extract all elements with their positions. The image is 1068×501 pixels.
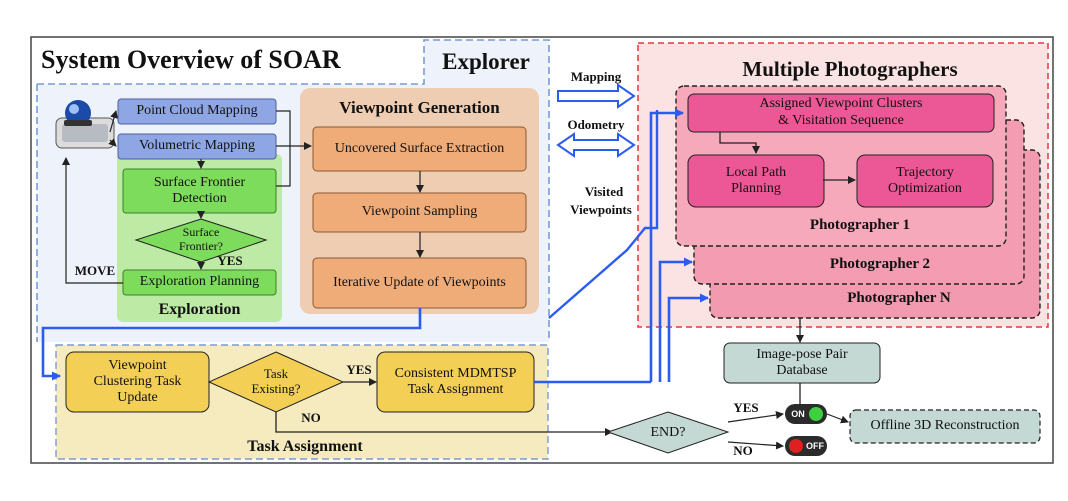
exploration-label: Exploration [158,300,241,318]
outer-frame [30,36,1054,464]
task-assignment-label: Task Assignment [247,437,363,455]
database-box [723,342,881,384]
task-no-label: NO [301,409,321,425]
viewpoints-link-label: Viewpoints [570,201,632,217]
assigned-clusters-line2: & Visitation Sequence [778,113,904,129]
viewpoint-generation-label: Viewpoint Generation [339,98,500,118]
odometry-link-label: Odometry [567,116,625,132]
surface-frontier-question-label: Surface Frontier? [179,225,223,253]
on-switch-text: ON [791,408,805,419]
explorer-region-border [37,39,550,342]
local-path-planning-label: Local Path Planning [725,164,787,196]
explorer-tab [424,40,549,86]
move-label: MOVE [74,262,116,278]
mapping-arrow [557,83,636,109]
off-switch-icon [785,436,827,456]
point-cloud-mapping-label: Point Cloud Mapping [136,103,258,119]
viewpoint-sampling-label: Viewpoint Sampling [361,204,478,220]
iterative-update-label: Iterative Update of Viewpoints [333,274,506,290]
database-label: Image-pose Pair Database [756,346,848,378]
photographers-label: Multiple Photographers [742,56,958,81]
visited-link-label: Visited [584,183,624,199]
trajectory-optimization-label: Trajectory Optimization [888,164,962,196]
photographer-1-label: Photographer 1 [809,217,911,234]
off-switch-text: OFF [806,440,824,451]
assigned-clusters-box [687,93,995,133]
task-existing-label: Task Existing? [251,366,301,396]
end-question-label: END? [650,424,686,440]
drone-icon [55,100,115,149]
explorer-label: Explorer [442,48,530,74]
on-switch-icon [785,404,827,424]
clustering-label: Viewpoint Clustering Task Update [93,357,182,406]
visited-viewpoints-line [548,110,659,319]
surface-frontier-yes-label: YES [217,252,243,268]
photographer-n-label: Photographer N [847,290,951,307]
offline-reconstruction-label: Offline 3D Reconstruction [870,418,1020,434]
mdmtsp-label: Consistent MDMTSP Task Assignment [394,365,517,397]
exploration-planning-label: Exploration Planning [139,274,260,290]
task-yes-label: YES [346,361,372,377]
trajectory-optimization-box [856,154,994,208]
assigned-clusters-line1: Assigned Viewpoint Clusters [759,96,923,112]
mapping-link-label: Mapping [570,68,622,84]
offline-reconstruction-box [849,409,1041,444]
end-decision [606,411,730,454]
end-no-label: NO [733,442,753,458]
photographer-2-label: Photographer 2 [829,256,931,273]
odometry-arrow [556,132,636,158]
end-yes-label: YES [733,399,759,415]
uncovered-surface-extraction-label: Uncovered Surface Extraction [334,140,505,156]
surface-frontier-detection-label: Surface Frontier Detection [153,174,246,206]
volumetric-mapping-label: Volumetric Mapping [138,138,255,154]
local-path-planning-box [687,154,825,208]
diagram-title: System Overview of SOAR [41,45,341,75]
